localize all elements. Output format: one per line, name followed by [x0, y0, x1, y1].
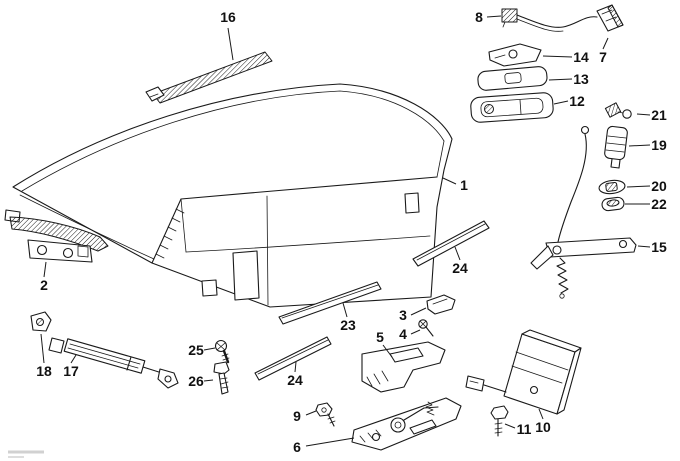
- part-label-6[interactable]: 6: [293, 439, 301, 455]
- switch-socket: [604, 102, 632, 119]
- part-label-25[interactable]: 25: [188, 342, 204, 358]
- lock-cylinder-unit: [470, 92, 554, 123]
- part-label-20[interactable]: 20: [651, 178, 667, 194]
- cable-connector: [596, 4, 624, 32]
- clip: [426, 294, 456, 315]
- part-label-24-lower[interactable]: 24: [287, 372, 303, 388]
- actuating-rod: [530, 125, 637, 299]
- screw-25: [214, 339, 230, 364]
- part-label-13[interactable]: 13: [573, 71, 589, 87]
- moulding-strip-lower: [254, 336, 332, 381]
- bolt-26: [213, 361, 230, 395]
- lock-barrel: [604, 125, 628, 169]
- part-label-19[interactable]: 19: [651, 137, 667, 153]
- lock-support-bracket: [488, 43, 542, 67]
- strut-bracket: [30, 311, 52, 332]
- part-label-14[interactable]: 14: [573, 49, 589, 65]
- part-label-8[interactable]: 8: [475, 9, 483, 25]
- bolt-9: [315, 402, 336, 427]
- cable: [516, 14, 598, 32]
- hinge-left: [4, 209, 109, 263]
- part-label-11[interactable]: 11: [517, 421, 532, 437]
- part-label-26[interactable]: 26: [188, 373, 204, 389]
- grommet: [601, 196, 625, 212]
- part-label-10[interactable]: 10: [535, 419, 551, 435]
- moulding-strip-upper: [412, 220, 490, 267]
- part-label-15[interactable]: 15: [651, 239, 667, 255]
- part-label-2[interactable]: 2: [40, 277, 48, 293]
- part-label-9[interactable]: 9: [293, 408, 301, 424]
- lock-gasket: [477, 66, 548, 91]
- weatherstrip: [145, 51, 273, 104]
- part-label-5[interactable]: 5: [376, 329, 384, 345]
- cover-plate: [598, 179, 626, 195]
- part-label-23[interactable]: 23: [340, 317, 356, 333]
- trunk-lid-drawing: [12, 83, 453, 308]
- part-label-16[interactable]: 16: [220, 9, 236, 25]
- part-label-1[interactable]: 1: [460, 177, 468, 193]
- part-label-4[interactable]: 4: [399, 326, 407, 342]
- leader-lines: [40, 15, 651, 447]
- screw-4: [418, 319, 434, 337]
- part-label-12[interactable]: 12: [569, 93, 585, 109]
- gas-strut: [48, 337, 179, 389]
- part-label-17[interactable]: 17: [63, 363, 79, 379]
- part-label-21[interactable]: 21: [651, 107, 667, 123]
- bolt-11: [490, 405, 509, 437]
- micro-switch: [501, 8, 518, 28]
- part-label-24-upper[interactable]: 24: [452, 260, 468, 276]
- part-label-22[interactable]: 22: [651, 196, 667, 212]
- lock-actuator: [465, 329, 582, 415]
- part-label-3[interactable]: 3: [399, 307, 407, 323]
- striker-plate: [361, 341, 446, 393]
- trunk-latch: [351, 397, 462, 451]
- part-label-18[interactable]: 18: [36, 363, 52, 379]
- corner-watermark: [8, 450, 44, 458]
- part-label-7[interactable]: 7: [599, 49, 607, 65]
- moulding-strip-center: [278, 281, 382, 325]
- part-labels: 16 8 14 7 13 12 21 19 20 22 15 1 2 24 23…: [36, 9, 667, 455]
